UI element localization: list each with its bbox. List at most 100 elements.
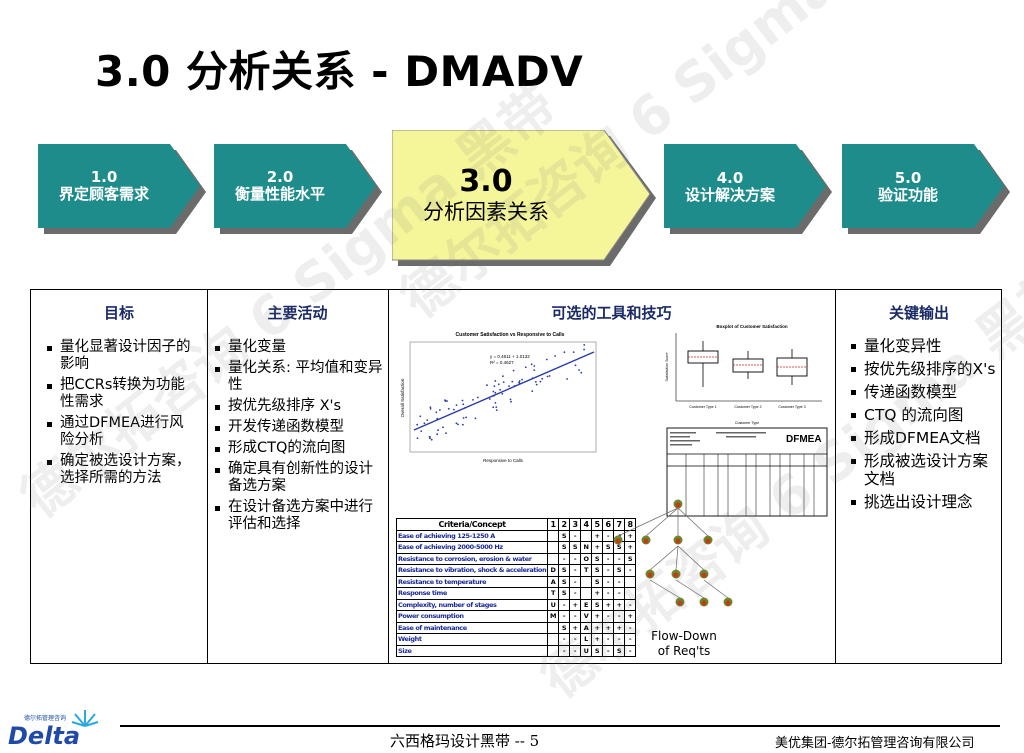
list-item: 形成CTQ的流向图 (213, 440, 383, 457)
list-item: 形成DFMEA文档 (849, 429, 997, 447)
step-label: 验证功能 (877, 186, 938, 204)
column-divider (388, 290, 389, 663)
scatter-point (533, 365, 536, 367)
scatter-point (524, 366, 527, 369)
pugh-col-header: 3 (569, 518, 582, 531)
scatter-point (488, 398, 491, 400)
boxplot-ylabel: Satisfaction Score (665, 353, 669, 382)
pugh-cell (580, 587, 593, 600)
step-label: 分析因素关系 (423, 200, 549, 224)
tree-nodes (613, 499, 733, 607)
pugh-cell: A (547, 575, 560, 588)
scatter-point (492, 406, 495, 409)
scatter-point (430, 438, 433, 441)
boxplot-thumbnail: Boxplot of Customer Satisfaction Custome… (665, 324, 822, 409)
pugh-cell: + (602, 621, 615, 634)
dfmea-columns (685, 454, 815, 516)
pugh-criterion: Weight (395, 633, 549, 646)
dfmea-label: DFMEA (786, 434, 822, 445)
footer-company: 美优集团-德尔拓管理咨询有限公司 (775, 736, 975, 751)
pugh-cell: + (624, 610, 637, 623)
scatter-point (465, 416, 467, 419)
pugh-cell: S (591, 575, 604, 588)
scatter-points (416, 344, 586, 441)
flow-caption-line-1: Flow-Down (651, 629, 717, 643)
process-step-1: 1.0 界定顾客需求 (38, 144, 208, 240)
flow-caption-line-2: of Req'ts (657, 644, 711, 658)
scatter-point (453, 408, 455, 411)
scatter-point (501, 392, 504, 395)
scatter-point (464, 406, 467, 409)
pugh-cell: S (558, 541, 571, 554)
list-item: 量化变量 (213, 339, 383, 356)
step-label: 衡量性能水平 (234, 185, 325, 203)
pugh-cell: T (547, 587, 560, 600)
pugh-criterion: Power consumption (395, 610, 549, 623)
slide-title: 3.0 分析关系 - DMADV (95, 47, 584, 96)
pugh-criterion: Resistance to corrosion, erosion & water (395, 552, 549, 565)
pugh-cell: - (624, 621, 637, 634)
scatter-point (545, 358, 548, 361)
arrow-shape (38, 144, 206, 234)
boxplot-cat-1: Customer Type 1 (689, 405, 716, 409)
scatter-point (578, 369, 580, 371)
pugh-cell (624, 575, 637, 588)
process-step-5: 5.0 验证功能 (842, 144, 1012, 240)
tree-node-icon (673, 499, 683, 509)
pugh-cell: T (580, 564, 593, 577)
pugh-cell: - (558, 633, 571, 646)
pugh-cell: E (580, 598, 593, 611)
column-divider (835, 290, 836, 663)
scatter-point (508, 385, 510, 387)
pugh-cell (547, 541, 560, 554)
scatter-point (495, 406, 498, 408)
arrow-shape (214, 144, 382, 234)
footer-rule (120, 725, 1000, 727)
list-item: 形成被选设计方案文档 (849, 452, 997, 488)
scatter-point (429, 408, 432, 410)
box-1 (687, 341, 719, 387)
list-item: CTQ 的流向图 (849, 406, 997, 424)
scatter-point (423, 422, 426, 425)
scatter-point (444, 399, 446, 402)
pugh-cell: D (547, 564, 560, 577)
list-item: 确定具有创新性的设计备选方案 (213, 461, 383, 495)
scatter-point (530, 363, 533, 366)
pugh-cell: S (624, 552, 637, 565)
scatter-point (477, 396, 479, 399)
pugh-cell: + (624, 541, 637, 554)
activities-list: 量化变量 量化关系: 平均值和变异性 按优先级排序 X's 开发传递函数模型 形… (213, 339, 383, 537)
pugh-cell: S (613, 644, 626, 657)
pugh-criterion: Resistance to temperature (395, 575, 549, 588)
table-row: Resistance to vibration, shock & acceler… (395, 564, 637, 577)
pugh-cell: A (580, 621, 593, 634)
scatter-point (495, 409, 498, 411)
pugh-cell (624, 587, 637, 600)
logo-subtext: 德尔拓管理咨询 (24, 715, 67, 722)
step-number: 4.0 (716, 169, 744, 187)
pugh-cell: S (558, 575, 571, 588)
scatter-point (429, 437, 431, 440)
scatter-point (416, 423, 419, 426)
pugh-col-header: 1 (547, 518, 560, 531)
scatter-point (420, 430, 423, 432)
pugh-cell: - (558, 644, 571, 657)
column-divider (207, 290, 208, 663)
tree-node-icon (699, 597, 709, 607)
scatter-point (563, 351, 566, 354)
dfmea-caption: Customer Type (735, 421, 759, 425)
pugh-cell (547, 633, 560, 646)
pugh-cell: - (602, 633, 615, 646)
header-activities: 主要活动 (267, 304, 328, 322)
company-logo: Delta (8, 722, 81, 750)
pugh-cell: - (569, 587, 582, 600)
scatter-point (512, 369, 515, 372)
scatter-point (493, 385, 496, 387)
scatter-point (442, 426, 444, 429)
scatter-point (494, 402, 497, 404)
scatter-r2: R² = 0.4627 (490, 360, 514, 365)
